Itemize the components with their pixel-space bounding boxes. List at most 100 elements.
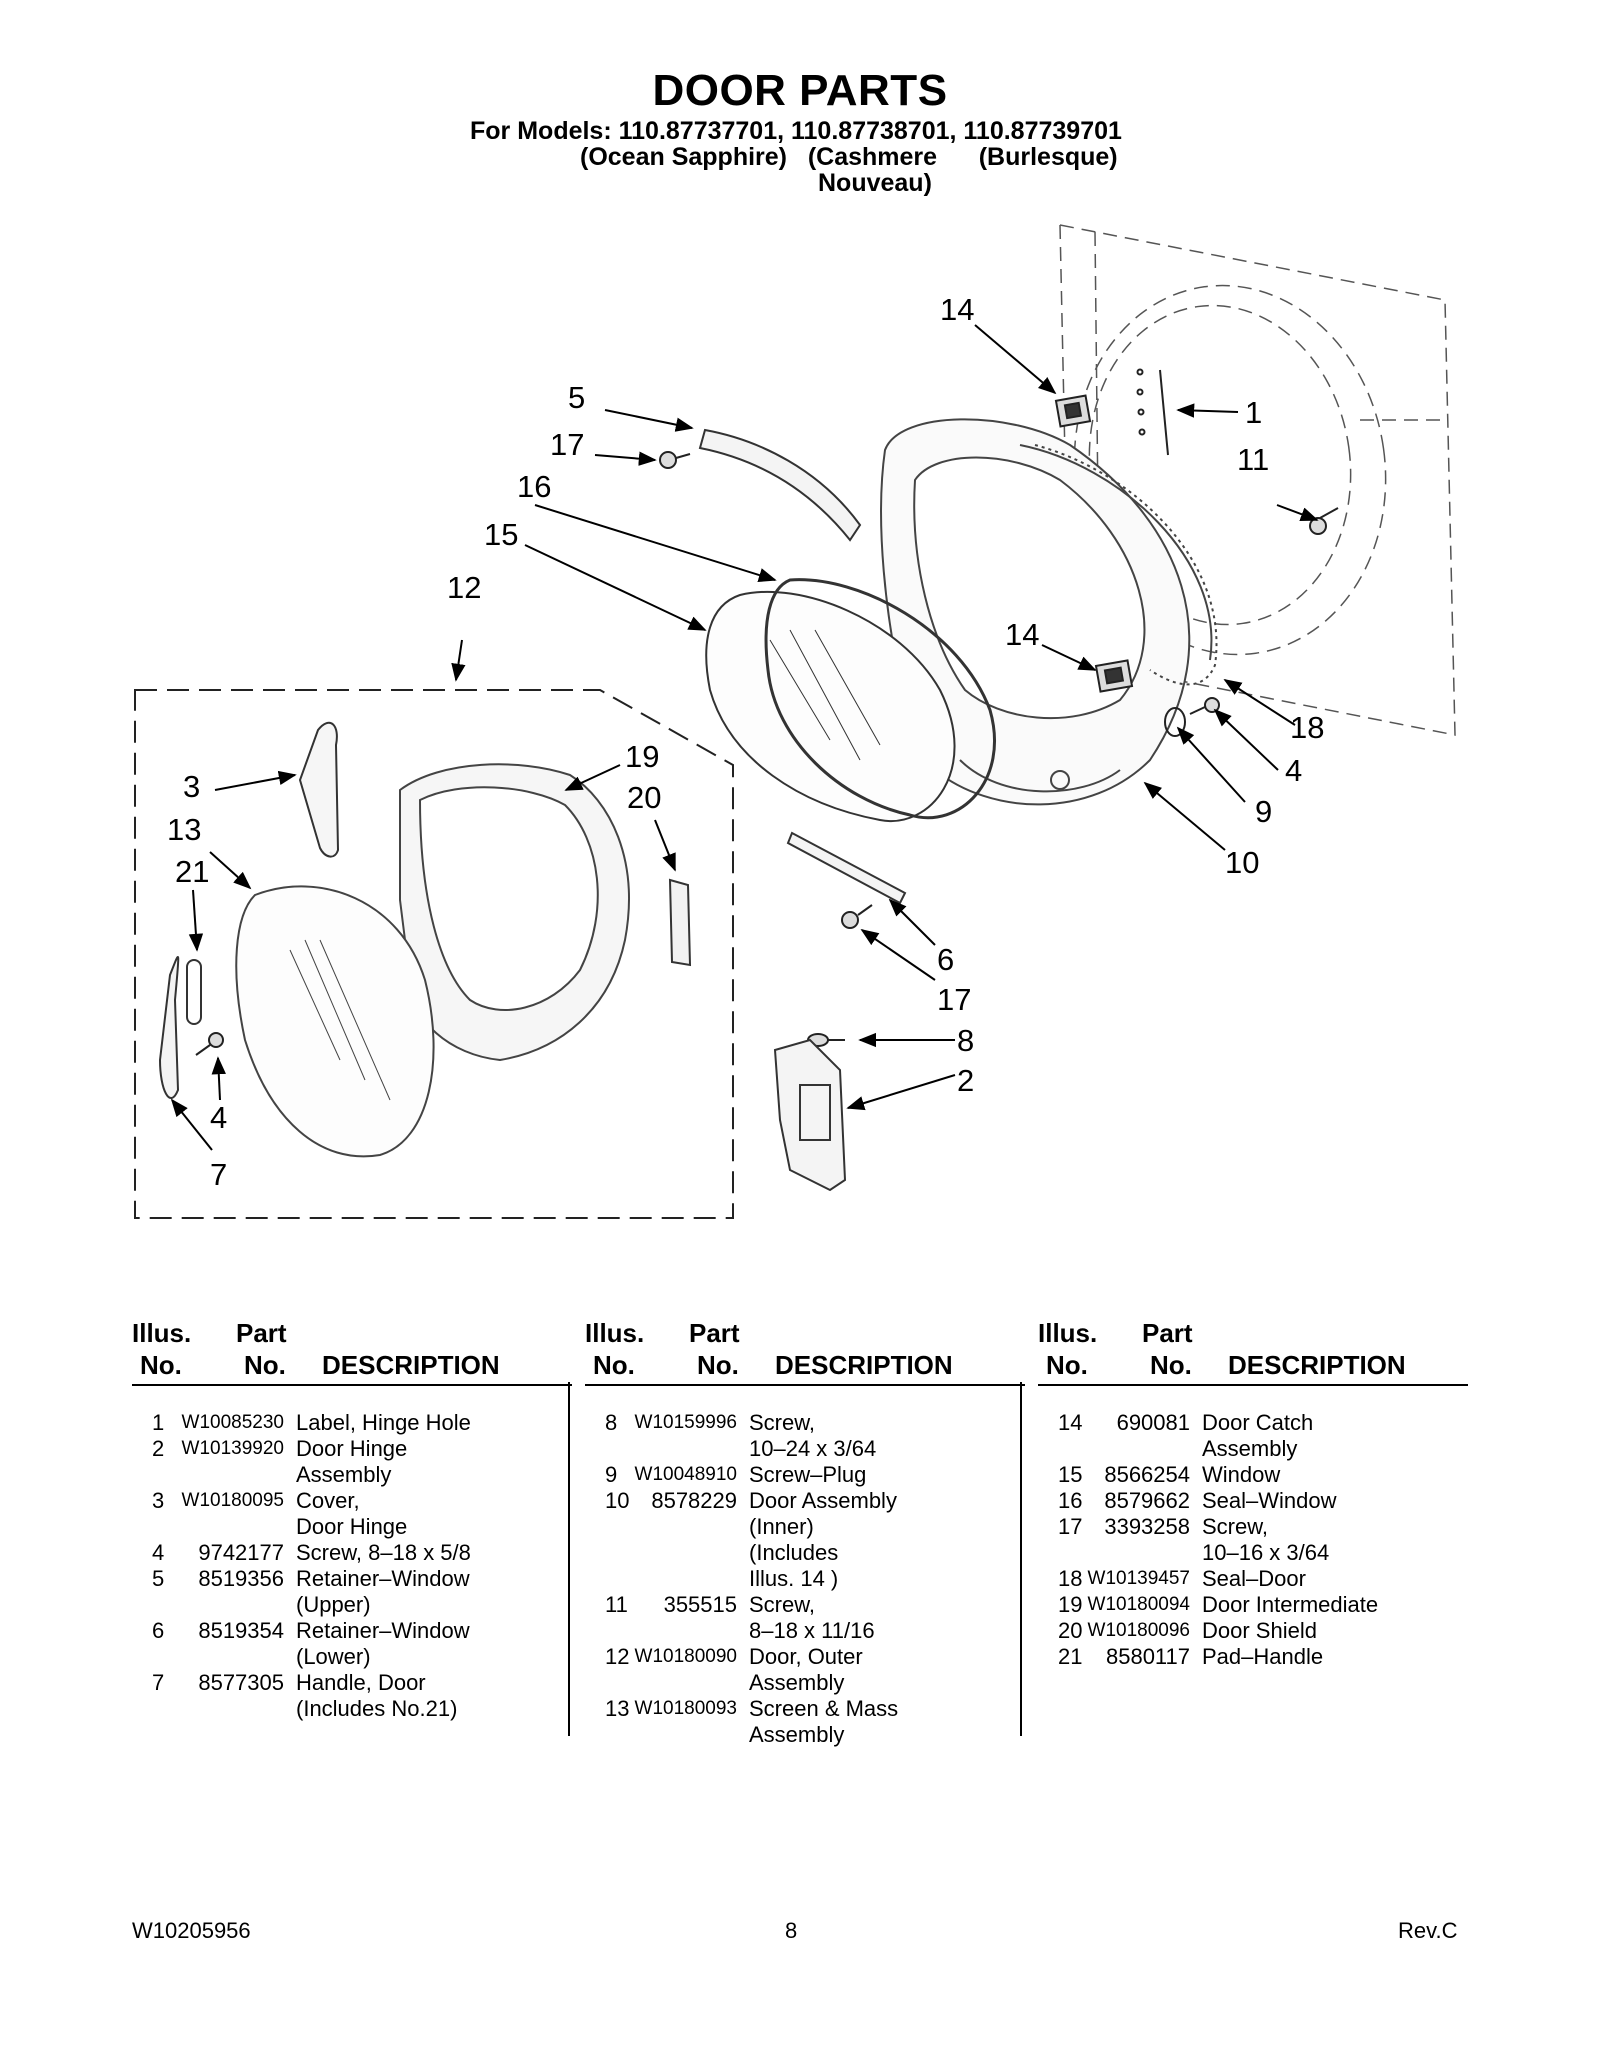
hinge-cover (298, 721, 340, 858)
door-catch-upper (1054, 394, 1092, 428)
callout-13: 13 (167, 812, 201, 847)
table-header: Illus. No. Part No. DESCRIPTION (132, 1318, 572, 1386)
callout-14-lower: 14 (1005, 617, 1039, 652)
illus-no: 7 (152, 1670, 165, 1695)
callout-20: 20 (627, 780, 661, 815)
description-header: DESCRIPTION (1228, 1350, 1406, 1380)
part-no: 9742177 (198, 1540, 284, 1565)
callout-3: 3 (183, 769, 200, 804)
lower-window-retainer (786, 831, 907, 905)
part-description: Door Hinge Assembly (296, 1436, 408, 1487)
callout-19: 19 (625, 739, 659, 774)
illus-no: 3 (152, 1488, 165, 1513)
illus-header-bottom: No. (140, 1350, 182, 1380)
screw-11 (1309, 507, 1339, 535)
part-no: W10180095 (181, 1490, 284, 1511)
illus-no: 1 (152, 1410, 165, 1435)
callout-8: 8 (957, 1023, 974, 1058)
part-no: W10139457 (1087, 1568, 1190, 1589)
illus-no: 13 (605, 1696, 630, 1721)
callout-6: 6 (937, 942, 954, 977)
illus-header-top: Illus. (132, 1318, 192, 1348)
callout-7: 7 (210, 1157, 227, 1192)
part-description: Retainer–Window (Lower) (296, 1618, 470, 1669)
part-no: 8566254 (1104, 1462, 1190, 1487)
part-description: Door Shield (1202, 1618, 1317, 1643)
part-no: 690081 (1116, 1410, 1190, 1435)
part-no: 3393258 (1104, 1514, 1190, 1539)
illus-no: 16 (1058, 1488, 1083, 1513)
callout-numbers: 14 5 17 16 15 12 1 11 14 18 4 9 10 3 13 … (167, 292, 1324, 1192)
screw-4-left (195, 1032, 224, 1056)
table-header: Illus. No. Part No. DESCRIPTION (1038, 1318, 1468, 1386)
inner-door-assembly (880, 418, 1218, 806)
callout-12: 12 (447, 570, 481, 605)
revision: Rev.C (1398, 1918, 1458, 1943)
part-no: W10180094 (1087, 1594, 1190, 1615)
door-window (705, 590, 956, 823)
part-description: Retainer–Window (Upper) (296, 1566, 470, 1617)
upper-window-retainer (698, 428, 862, 542)
part-description: Screw, 10–24 x 3/64 (749, 1410, 877, 1461)
callout-18: 18 (1290, 710, 1324, 745)
part-description: Seal–Window (1202, 1488, 1337, 1513)
callout-11: 11 (1237, 442, 1269, 477)
door-intermediate (399, 763, 630, 1062)
hinge-hole-label (1136, 368, 1169, 456)
illus-no: 14 (1058, 1410, 1083, 1435)
table-header: Illus. No. Part No. DESCRIPTION (585, 1318, 1025, 1386)
doc-number: W10205956 (132, 1918, 251, 1943)
part-no: 8580117 (1105, 1644, 1190, 1669)
illus-no: 21 (1058, 1644, 1083, 1669)
part-description: Screw, 8–18 x 11/16 (749, 1592, 875, 1643)
window-seal (764, 578, 996, 820)
illus-no: 17 (1058, 1514, 1083, 1539)
exploded-parts-diagram: 14 5 17 16 15 12 1 11 14 18 4 9 10 3 13 … (134, 224, 1456, 1219)
illus-no: 19 (1058, 1592, 1083, 1617)
part-description: Screw, 10–16 x 3/64 (1202, 1514, 1330, 1565)
description-header: DESCRIPTION (775, 1350, 953, 1380)
illus-header-bottom: No. (1046, 1350, 1088, 1380)
illus-no: 2 (152, 1436, 165, 1461)
table-row: 3 W10180095 Cover, Door Hinge (132, 1488, 572, 1540)
illus-no: 12 (605, 1644, 630, 1669)
callout-21: 21 (175, 854, 209, 889)
part-no: W10180090 (634, 1646, 737, 1667)
screen-mass-assembly (235, 885, 435, 1158)
outer-door-group-box (134, 689, 734, 1219)
models-line: For Models: 110.87737701, 110.87738701, … (470, 117, 1122, 145)
illus-no: 11 (605, 1592, 628, 1617)
callout-17-lower: 17 (937, 982, 971, 1017)
part-description: Door Intermediate (1202, 1592, 1379, 1617)
part-description: Screw–Plug (749, 1462, 867, 1487)
screw-plug-9 (1164, 707, 1186, 737)
callout-2: 2 (957, 1063, 974, 1098)
door-catch-lower (1094, 659, 1134, 693)
table-row: 6 8519354 Retainer–Window (Lower) (132, 1618, 572, 1670)
model-variants: (Ocean Sapphire) (Cashmere (Burlesque) (580, 143, 1118, 171)
illus-header-bottom: No. (593, 1350, 635, 1380)
parts-table-col-3: Illus. No. Part No. DESCRIPTION 14 690081… (1038, 1318, 1478, 1670)
screw-17-upper (659, 451, 691, 469)
table-row: 14 690081 Door Catch Assembly (1038, 1410, 1478, 1462)
model-variants-cont: Nouveau) (818, 169, 932, 197)
part-header-bottom: No. (244, 1350, 286, 1380)
callout-15: 15 (484, 517, 518, 552)
callout-5: 5 (568, 380, 585, 415)
handle-pad (186, 959, 202, 1025)
part-description: Door, Outer Assembly (749, 1644, 863, 1695)
part-no: 8519354 (198, 1618, 284, 1643)
part-no: 8519356 (198, 1566, 284, 1591)
part-description: Cover, Door Hinge (296, 1488, 408, 1539)
part-description: Door Catch Assembly (1202, 1410, 1314, 1461)
callout-14-upper: 14 (940, 292, 974, 327)
illus-no: 6 (152, 1618, 165, 1643)
